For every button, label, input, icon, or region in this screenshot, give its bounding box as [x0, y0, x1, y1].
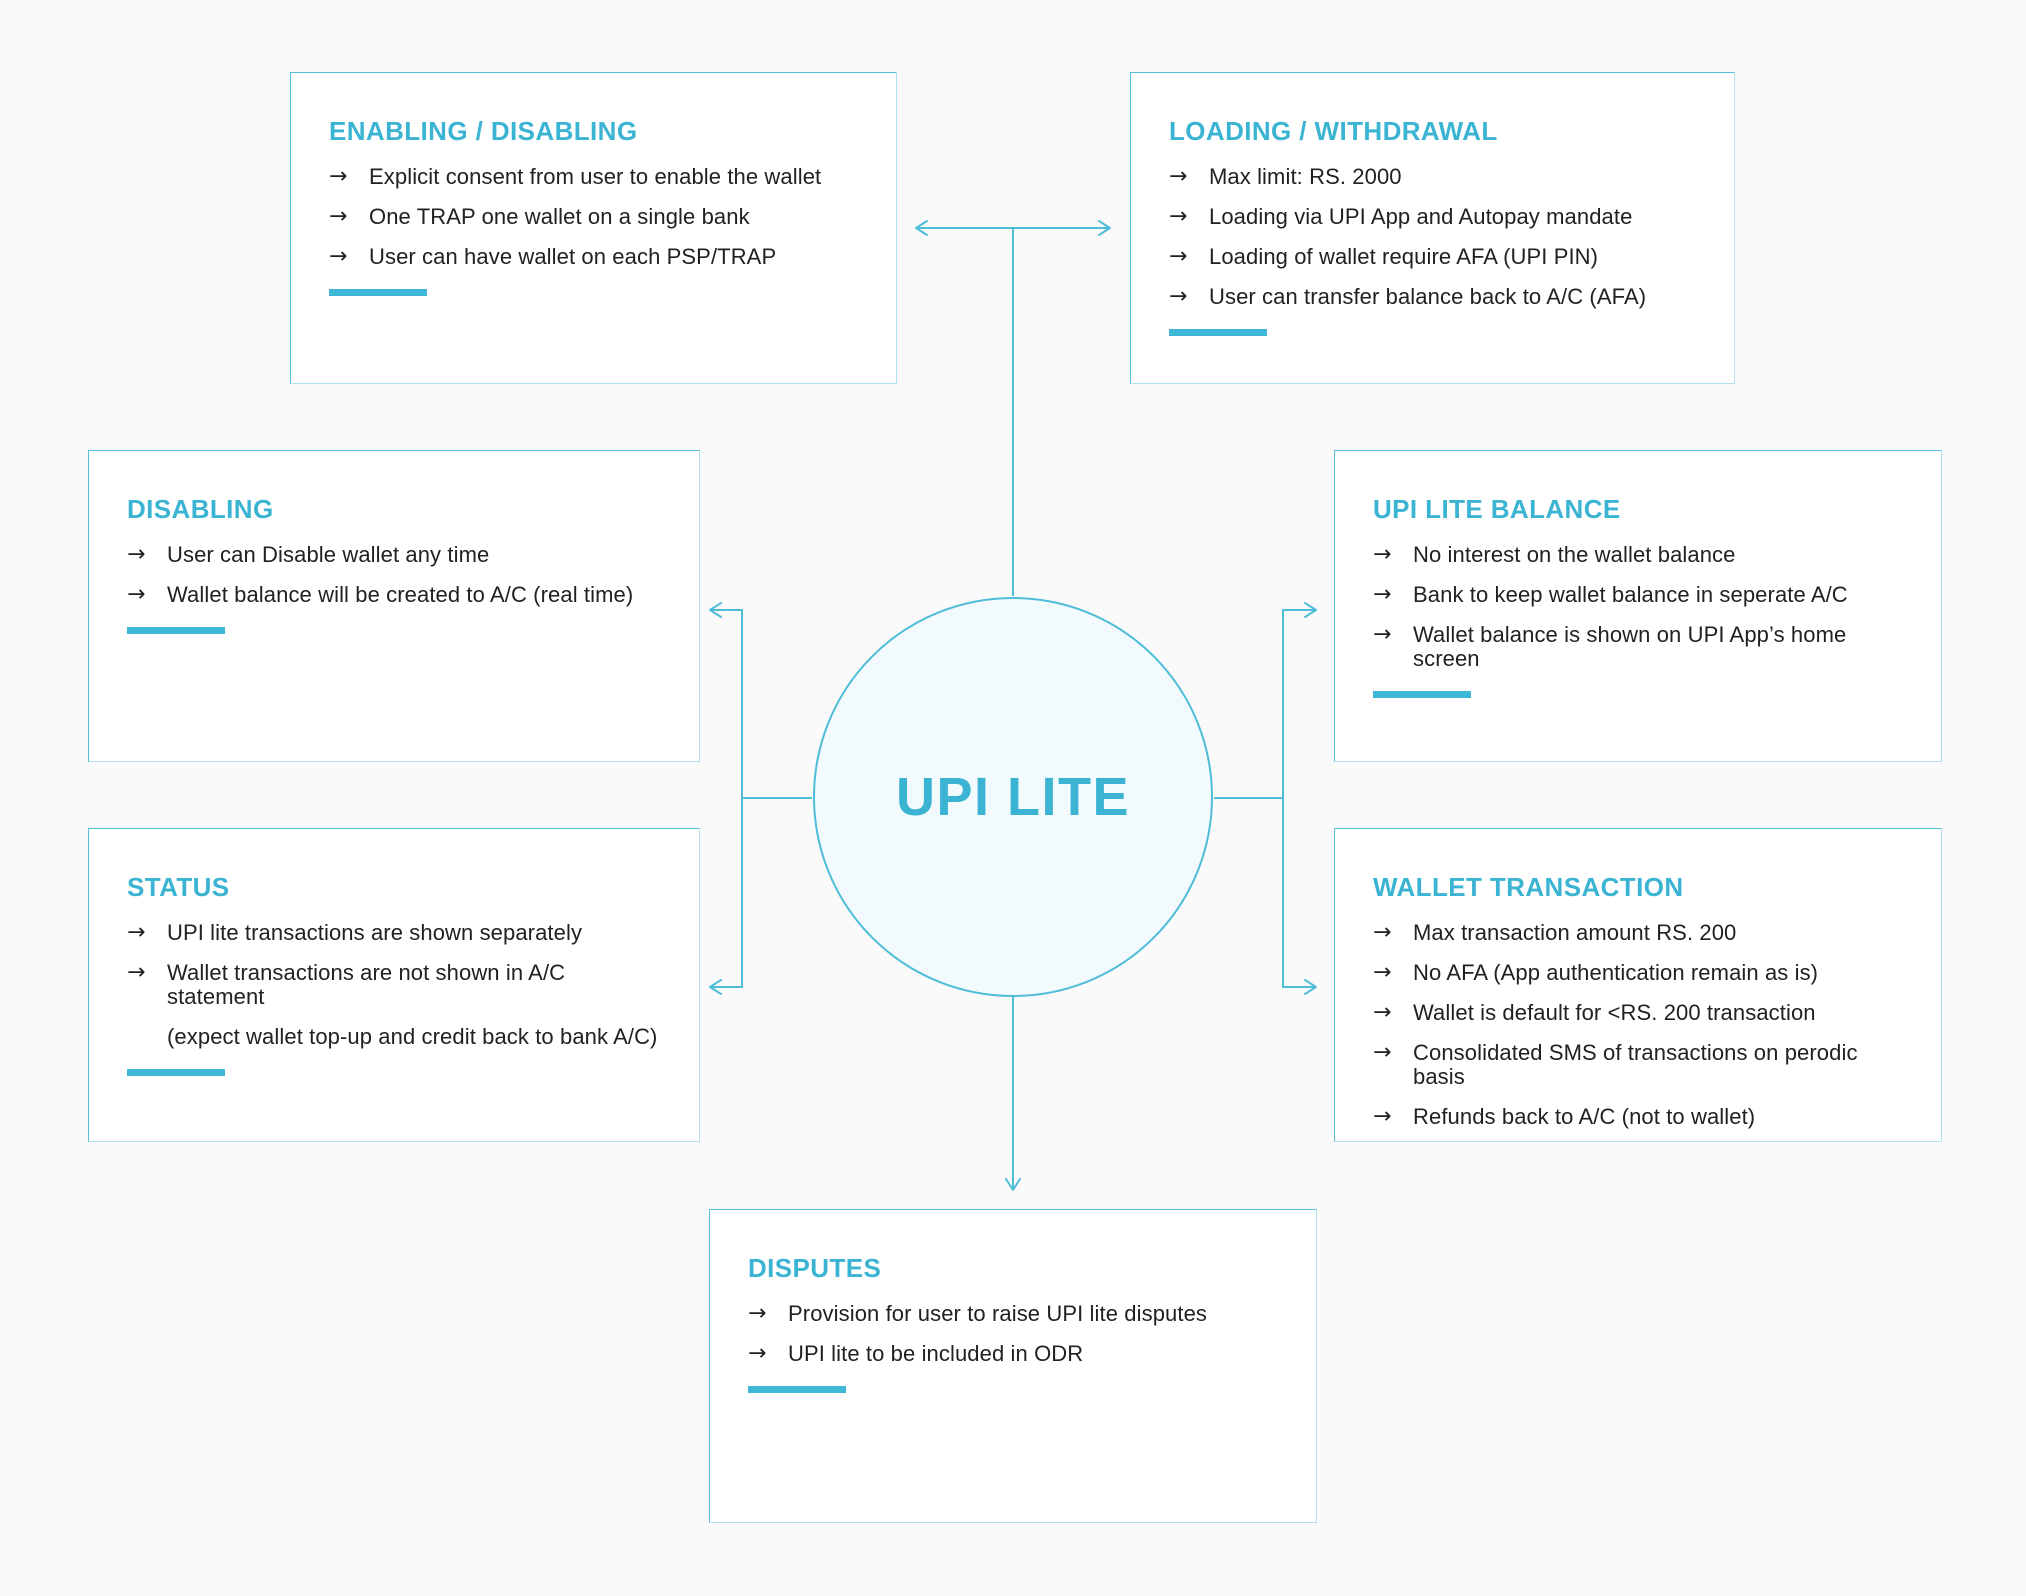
fact-item: → Loading of wallet require AFA (UPI PIN): [1169, 245, 1696, 269]
fact-text: UPI lite to be included in ODR: [788, 1341, 1084, 1366]
arrow-right-icon: →: [1373, 542, 1392, 567]
card-title: STATUS: [127, 872, 230, 902]
arrow-right-icon: →: [748, 1341, 767, 1366]
fact-text: Bank to keep wallet balance in seperate …: [1413, 582, 1848, 607]
arrow-right-icon: →: [127, 960, 146, 985]
card-enabling-disabling: ENABLING / DISABLING → Explicit consent f…: [290, 72, 897, 384]
card-title: LOADING / WITHDRAWAL: [1169, 116, 1498, 146]
accent-underline: [1169, 329, 1267, 336]
fact-item: → Max transaction amount RS. 200: [1373, 921, 1903, 945]
card-title: UPI LITE BALANCE: [1373, 494, 1621, 524]
center-label: UPI LITE: [895, 767, 1130, 827]
accent-underline: [127, 627, 225, 634]
arrow-right-icon: →: [127, 582, 146, 607]
fact-item: → User can transfer balance back to A/C (…: [1169, 285, 1696, 309]
accent-underline: [127, 1069, 225, 1076]
fact-text: UPI lite transactions are shown separate…: [167, 920, 583, 945]
fact-text: One TRAP one wallet on a single bank: [369, 204, 750, 229]
fact-item: → User can Disable wallet any time: [127, 543, 661, 567]
fact-text: Wallet transactions are not shown in A/C…: [167, 960, 566, 1009]
card-disputes: DISPUTES → Provision for user to raise UP…: [709, 1209, 1317, 1523]
arrow-right-icon: →: [127, 542, 146, 567]
fact-list: → Max transaction amount RS. 200 → No AFA (…: [1373, 921, 1903, 1129]
arrow-right-icon: →: [1373, 960, 1392, 985]
card-loading-withdrawal: LOADING / WITHDRAWAL → Max limit: RS. 200…: [1130, 72, 1735, 384]
arrow-right-icon: →: [1169, 164, 1188, 189]
fact-item: → Loading via UPI App and Autopay mandate: [1169, 205, 1696, 229]
fact-item: (expect wallet top-up and credit back to…: [127, 1025, 661, 1049]
fact-text: Wallet is default for <RS. 200 transacti…: [1413, 1000, 1816, 1025]
arrow-right-icon: →: [1373, 622, 1392, 647]
fact-text: Refunds back to A/C (not to wallet): [1413, 1104, 1756, 1129]
connector-right-branch: [1282, 602, 1317, 995]
arrow-right-icon: →: [1169, 244, 1188, 269]
card-wallet-transaction: WALLET TRANSACTION → Max transaction amou…: [1334, 828, 1942, 1142]
fact-item: → Explicit consent from user to enable th…: [329, 165, 858, 189]
accent-underline: [329, 289, 427, 296]
fact-item: → Wallet transactions are not shown in A/…: [127, 961, 661, 1009]
accent-underline: [748, 1386, 846, 1393]
fact-text: User can Disable wallet any time: [167, 542, 490, 567]
fact-list: → Explicit consent from user to enable th…: [329, 165, 858, 269]
arrow-right-icon: →: [1373, 582, 1392, 607]
arrow-right-icon: →: [1169, 204, 1188, 229]
arrow-right-icon: →: [1373, 1040, 1392, 1065]
fact-text: Provision for user to raise UPI lite dis…: [788, 1301, 1208, 1326]
fact-item: → Refunds back to A/C (not to wallet): [1373, 1105, 1903, 1129]
connector-left-branch: [709, 602, 743, 995]
arrow-right-icon: →: [1373, 1104, 1392, 1129]
fact-text: (expect wallet top-up and credit back to…: [167, 1024, 658, 1049]
fact-text: No interest on the wallet balance: [1413, 542, 1736, 567]
fact-list: → User can Disable wallet any time → Wallet…: [127, 543, 661, 607]
arrow-right-icon: →: [127, 920, 146, 945]
fact-text: Consolidated SMS of transactions on pero…: [1413, 1040, 1858, 1089]
fact-list: → No interest on the wallet balance → Bank …: [1373, 543, 1903, 671]
arrow-right-icon: →: [1373, 1000, 1392, 1025]
card-title: DISPUTES: [748, 1253, 882, 1283]
fact-item: → UPI lite transactions are shown separat…: [127, 921, 661, 945]
fact-item: → Consolidated SMS of transactions on per…: [1373, 1041, 1903, 1089]
fact-text: Max transaction amount RS. 200: [1413, 920, 1737, 945]
card-upi-lite-balance: UPI LITE BALANCE → No interest on the wal…: [1334, 450, 1942, 762]
card-status: STATUS → UPI lite transactions are shown …: [88, 828, 700, 1142]
fact-text: Wallet balance will be created to A/C (r…: [167, 582, 634, 607]
fact-item: → No AFA (App authentication remain as is…: [1373, 961, 1903, 985]
arrow-right-icon: →: [1169, 284, 1188, 309]
center-node: UPI LITE: [813, 597, 1213, 997]
fact-text: Loading via UPI App and Autopay mandate: [1209, 204, 1633, 229]
arrow-right-icon: →: [329, 244, 348, 269]
accent-underline: [1373, 691, 1471, 698]
fact-item: → Wallet balance is shown on UPI App’s ho…: [1373, 623, 1903, 671]
card-title: DISABLING: [127, 494, 274, 524]
fact-list: → Provision for user to raise UPI lite di…: [748, 1302, 1278, 1366]
card-title: ENABLING / DISABLING: [329, 116, 638, 146]
fact-list: → Max limit: RS. 2000 → Loading via UPI App…: [1169, 165, 1696, 309]
fact-item: → Bank to keep wallet balance in seperate…: [1373, 583, 1903, 607]
fact-item: → User can have wallet on each PSP/TRAP: [329, 245, 858, 269]
arrow-right-icon: →: [329, 164, 348, 189]
fact-text: Explicit consent from user to enable the…: [369, 164, 822, 189]
arrow-right-icon: →: [748, 1301, 767, 1326]
fact-item: → No interest on the wallet balance: [1373, 543, 1903, 567]
arrow-right-icon: →: [329, 204, 348, 229]
fact-text: No AFA (App authentication remain as is): [1413, 960, 1819, 985]
fact-text: User can have wallet on each PSP/TRAP: [369, 244, 777, 269]
fact-text: Wallet balance is shown on UPI App’s hom…: [1413, 622, 1847, 671]
fact-item: → One TRAP one wallet on a single bank: [329, 205, 858, 229]
fact-item: → Provision for user to raise UPI lite di…: [748, 1302, 1278, 1326]
arrow-right-icon: →: [1373, 920, 1392, 945]
card-disabling: DISABLING → User can Disable wallet any t…: [88, 450, 700, 762]
fact-text: Loading of wallet require AFA (UPI PIN): [1209, 244, 1599, 269]
fact-list: → UPI lite transactions are shown separat…: [127, 921, 661, 1049]
fact-item: → Wallet balance will be created to A/C (…: [127, 583, 661, 607]
fact-text: User can transfer balance back to A/C (A…: [1209, 284, 1647, 309]
fact-text: Max limit: RS. 2000: [1209, 164, 1402, 189]
fact-item: → UPI lite to be included in ODR: [748, 1342, 1278, 1366]
fact-item: → Max limit: RS. 2000: [1169, 165, 1696, 189]
fact-item: → Wallet is default for <RS. 200 transact…: [1373, 1001, 1903, 1025]
card-title: WALLET TRANSACTION: [1373, 872, 1684, 902]
